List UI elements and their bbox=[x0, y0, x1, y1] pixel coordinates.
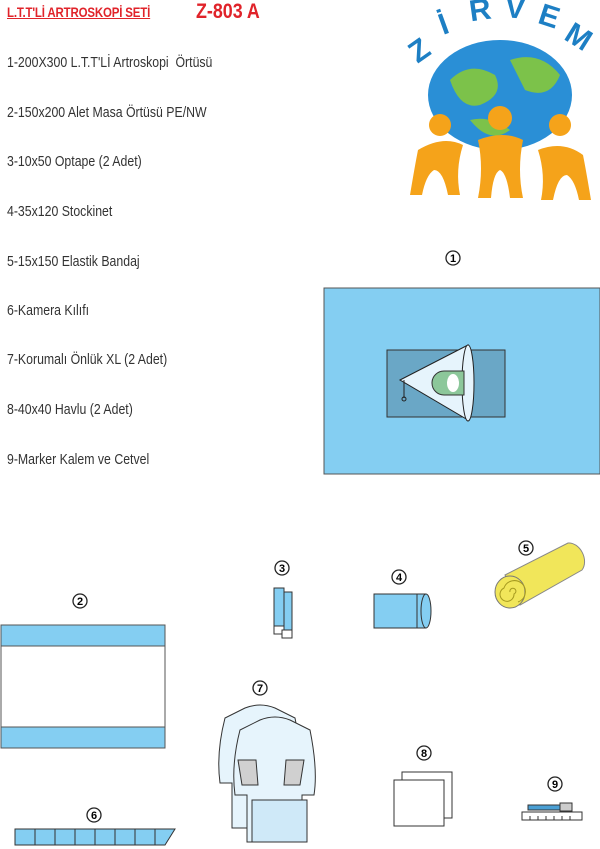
list-item: 8-40x40 Havlu (2 Adet) bbox=[7, 401, 133, 418]
label-number: 8 bbox=[421, 748, 427, 760]
logo-letter: E bbox=[534, 0, 563, 35]
label-number: 7 bbox=[257, 683, 263, 695]
item-3-optape: 3 bbox=[273, 560, 293, 639]
label-number: 4 bbox=[396, 572, 403, 584]
label-number: 9 bbox=[552, 779, 558, 791]
list-item: 3-10x50 Optape (2 Adet) bbox=[7, 153, 142, 170]
logo-letter: M bbox=[559, 17, 598, 58]
product-code: Z-803 A bbox=[196, 0, 260, 23]
label-number: 1 bbox=[450, 253, 456, 265]
item-7-surgical-gowns: 7 bbox=[218, 680, 316, 843]
item-9-marker-ruler: 9 bbox=[521, 776, 583, 821]
label-number: 2 bbox=[77, 596, 83, 608]
zirvem-logo: Z İ R V E M bbox=[403, 0, 598, 200]
item-6-camera-cover: 6 bbox=[14, 807, 176, 846]
item-4-stockinet: 4 bbox=[373, 569, 432, 629]
list-item: 6-Kamera Kılıfı bbox=[7, 302, 90, 319]
logo-letter: Z bbox=[403, 32, 437, 70]
list-item: 2-150x200 Alet Masa Örtüsü PE/NW bbox=[7, 104, 207, 121]
label-number: 5 bbox=[523, 543, 529, 555]
item-5-elastic-bandage: 5 bbox=[494, 540, 586, 609]
list-item: 5-15x150 Elastik Bandaj bbox=[7, 253, 140, 270]
logo-letter: V bbox=[504, 0, 527, 26]
logo-letter: R bbox=[467, 0, 493, 28]
list-item: 9-Marker Kalem ve Cetvel bbox=[7, 451, 150, 468]
item-2-table-cover: 2 bbox=[0, 593, 166, 749]
list-item: 4-35x120 Stockinet bbox=[7, 203, 113, 220]
item-8-towels: 8 bbox=[393, 745, 453, 827]
label-number: 6 bbox=[91, 810, 97, 822]
set-title: L.T.T'Lİ ARTROSKOPİ SETİ bbox=[7, 4, 151, 20]
label-number: 3 bbox=[279, 563, 285, 575]
logo-letter: İ bbox=[434, 8, 453, 42]
item-1-artroscopy-drape: 1 bbox=[323, 250, 600, 475]
list-item: 7-Korumalı Önlük XL (2 Adet) bbox=[7, 351, 168, 368]
list-item: 1-200X300 L.T.T'Lİ Artroskopi Örtüsü bbox=[7, 54, 213, 71]
